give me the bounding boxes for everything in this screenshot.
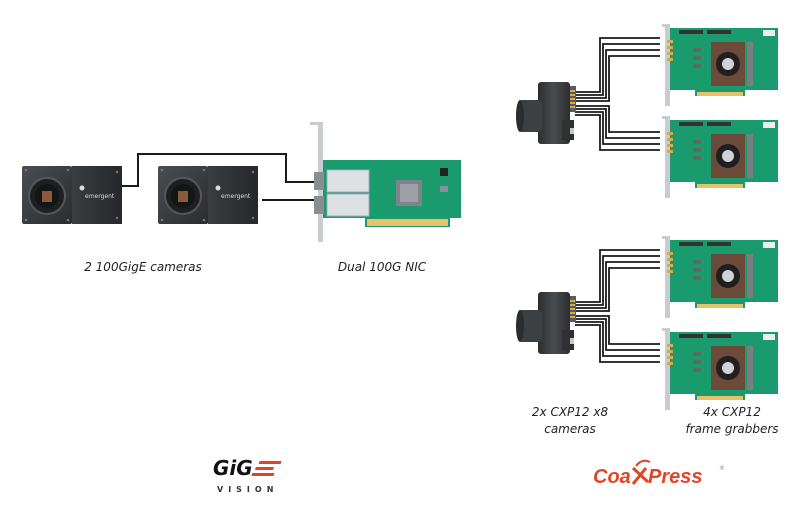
svg-text:®: ® xyxy=(719,465,725,472)
frame-grabber-2 xyxy=(662,116,778,198)
dual-nic-card xyxy=(310,122,461,242)
frame-grabber-3 xyxy=(662,236,778,318)
svg-text:GiG: GiG xyxy=(213,456,253,480)
cxp-cameras-caption: 2x CXP12 x8 cameras xyxy=(520,404,620,438)
svg-text:VISION: VISION xyxy=(217,485,278,494)
grabbers-caption-line1: 4x CXP12 xyxy=(703,405,761,419)
cxp-cameras-caption-line2: cameras xyxy=(544,422,596,436)
cxp-camera-2 xyxy=(516,292,576,354)
grabbers-caption: 4x CXP12 frame grabbers xyxy=(672,404,792,438)
gige-camera-2 xyxy=(157,165,259,225)
gige-vision-logo: GiG VISION xyxy=(213,456,282,494)
grabbers-caption-line2: frame grabbers xyxy=(685,422,779,436)
gige-cables xyxy=(122,153,316,201)
frame-grabber-1 xyxy=(662,24,778,106)
gige-camera-1 xyxy=(21,165,123,225)
svg-text:Coa: Coa xyxy=(593,466,631,488)
cxp-cables-bottom xyxy=(575,249,660,363)
cxp-cables-top xyxy=(575,37,660,151)
gige-cameras-caption: 2 100GigE cameras xyxy=(84,260,202,274)
svg-text:Press: Press xyxy=(648,466,703,488)
cxp-cameras-caption-line1: 2x CXP12 x8 xyxy=(531,405,609,419)
cxp-camera-1 xyxy=(516,82,576,144)
nic-caption: Dual 100G NIC xyxy=(337,260,427,274)
coaxpress-logo: Coa Press ® xyxy=(593,459,725,488)
frame-grabber-4 xyxy=(662,328,778,410)
